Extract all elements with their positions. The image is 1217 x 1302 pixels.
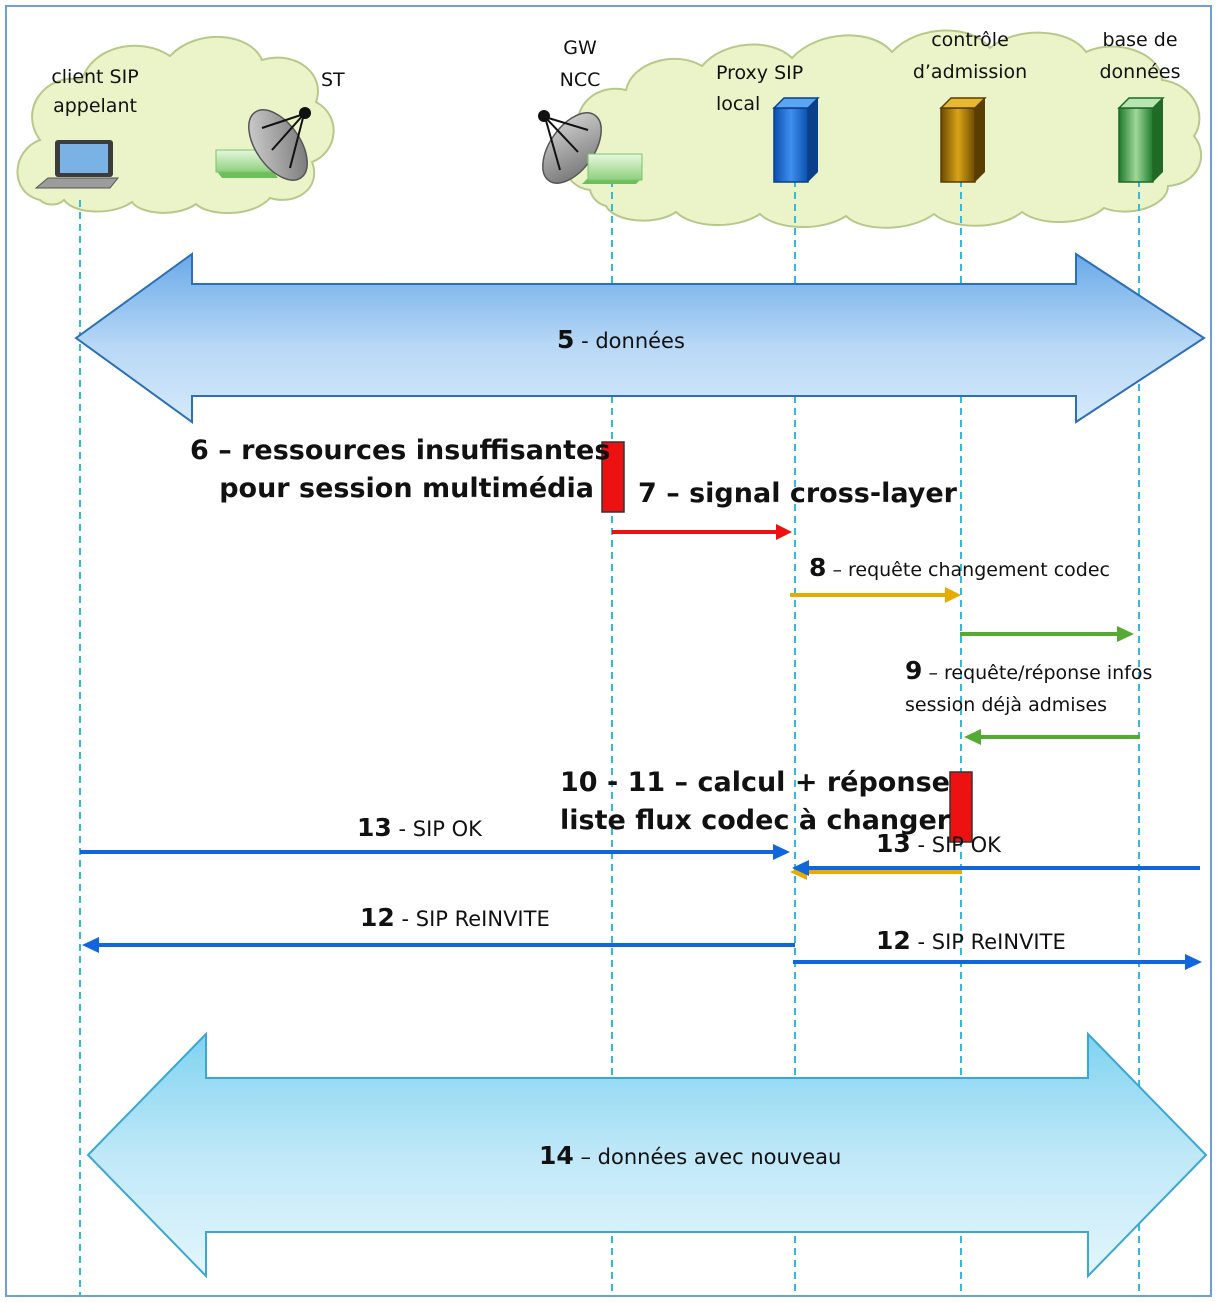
- entity-label-db: base de données: [1090, 29, 1190, 85]
- message-12a-separator: -: [394, 907, 416, 931]
- message-10-11-line2: liste flux codec à changer: [560, 804, 951, 836]
- message-13b-separator: -: [910, 833, 932, 857]
- message-7-separator: –: [656, 478, 690, 509]
- arrow-13b-head: [792, 860, 809, 876]
- message-13b-label: 13 - SIP OK: [876, 828, 1001, 859]
- message-12b-text: SIP ReINVITE: [931, 930, 1066, 954]
- message-10-11-separator: –: [665, 767, 698, 798]
- message-13a-number: 13: [357, 813, 392, 842]
- message-6-number: 6: [190, 435, 209, 466]
- message-6-line1: 6 – ressources insuffisantes: [190, 432, 610, 470]
- message-6-separator: –: [208, 435, 242, 466]
- entity-label-proxy-line1: Proxy SIP: [716, 62, 804, 84]
- entity-label-client: client SIP appelant: [40, 66, 150, 119]
- message-13a-label: 13 - SIP OK: [357, 812, 482, 843]
- message-9-number: 9: [905, 656, 923, 685]
- entity-label-gw: GW NCC: [545, 37, 615, 93]
- entity-label-admission-line1: contrôle: [931, 29, 1009, 51]
- arrow-9-request-head: [1117, 626, 1134, 642]
- message-5-label: 5 - données: [557, 324, 685, 355]
- message-5-separator: -: [574, 329, 596, 353]
- message-12a-number: 12: [360, 903, 395, 932]
- entity-label-proxy: Proxy SIP local: [716, 62, 803, 117]
- message-13a-separator: -: [391, 817, 413, 841]
- satellite-dish-icon: [248, 107, 311, 181]
- message-14-text: données avec nouveau: [597, 1145, 842, 1169]
- message-12a-text: SIP ReINVITE: [415, 907, 550, 931]
- message-13a-text: SIP OK: [412, 817, 482, 841]
- message-5-text: données: [595, 329, 685, 353]
- message-13b-number: 13: [876, 829, 911, 858]
- entity-label-admission: contrôle d’admission: [900, 29, 1040, 85]
- message-6-line2: pour session multimédia: [219, 472, 594, 504]
- message-10-11-number: 10 - 11: [560, 767, 666, 798]
- activation-admission: [949, 771, 973, 843]
- arrow-9-response-head: [964, 729, 981, 745]
- arrow-12b-head: [1185, 954, 1202, 970]
- message-7-text: signal cross-layer: [689, 478, 957, 509]
- entity-label-st: ST: [321, 69, 345, 93]
- operator-network-cloud: [564, 29, 1203, 229]
- laptop-icon: [34, 140, 120, 189]
- message-14-label: 14 – données avec nouveau: [539, 1140, 841, 1171]
- proxy-server-icon: [772, 97, 820, 183]
- diagram-frame: [5, 5, 1212, 1297]
- gateway-dish-icon: [538, 110, 602, 184]
- message-7-number: 7: [638, 478, 657, 509]
- entity-label-client-line2: appelant: [53, 94, 137, 117]
- message-6-label: 6 – ressources insuffisantes pour sessio…: [190, 432, 610, 508]
- data-flow-arrow-14: [86, 1031, 1208, 1279]
- entity-label-db-line1: base de: [1102, 29, 1178, 51]
- message-7-label: 7 – signal cross-layer: [638, 475, 957, 513]
- message-10-11-label: 10 - 11 – calcul + réponse liste flux co…: [560, 764, 951, 840]
- message-13b-text: SIP OK: [931, 833, 1001, 857]
- gateway-modem-icon: [582, 153, 643, 184]
- message-12b-number: 12: [876, 926, 911, 955]
- arrow-13a-head: [773, 844, 790, 860]
- database-server-icon: [1117, 97, 1165, 183]
- entity-label-db-line2: données: [1099, 60, 1181, 83]
- message-8-number: 8: [809, 553, 827, 582]
- message-8-label: 8 – requête changement codec: [809, 552, 1110, 583]
- entity-label-gw-line1: GW: [563, 37, 597, 59]
- admission-server-icon: [939, 97, 987, 183]
- message-14-number: 14: [539, 1141, 574, 1170]
- message-8-text: requête changement codec: [848, 559, 1110, 581]
- message-10-11-line1: 10 - 11 – calcul + réponse: [560, 764, 950, 802]
- message-8-separator: –: [826, 559, 848, 581]
- message-9-text: requête/réponse infos: [944, 662, 1153, 684]
- entity-label-gw-line2: NCC: [559, 68, 601, 91]
- activation-gw: [601, 441, 625, 513]
- message-12b-separator: -: [910, 930, 932, 954]
- arrow-8-head: [945, 587, 961, 603]
- message-9-line1: 9 – requête/réponse infos: [905, 655, 1152, 686]
- message-10-11-text: calcul + réponse: [697, 767, 950, 798]
- entity-label-client-line1: client SIP: [51, 66, 139, 88]
- message-9-label: 9 – requête/réponse infos session déjà a…: [905, 655, 1152, 718]
- message-5-number: 5: [557, 325, 575, 354]
- message-14-separator: –: [573, 1145, 598, 1169]
- message-12b-label: 12 - SIP ReINVITE: [876, 925, 1066, 956]
- message-9-line2: session déjà admises: [905, 694, 1108, 717]
- message-6-text: ressources insuffisantes: [241, 435, 611, 466]
- arrow-12a-head: [82, 937, 99, 953]
- message-9-separator: –: [922, 662, 944, 684]
- arrow-7-head: [776, 524, 792, 540]
- data-flow-arrow-5: [74, 252, 1206, 424]
- entity-label-proxy-line2: local: [716, 92, 761, 115]
- entity-label-admission-line2: d’admission: [912, 60, 1028, 83]
- entity-label-st-line1: ST: [321, 69, 345, 91]
- message-12a-label: 12 - SIP ReINVITE: [360, 902, 550, 933]
